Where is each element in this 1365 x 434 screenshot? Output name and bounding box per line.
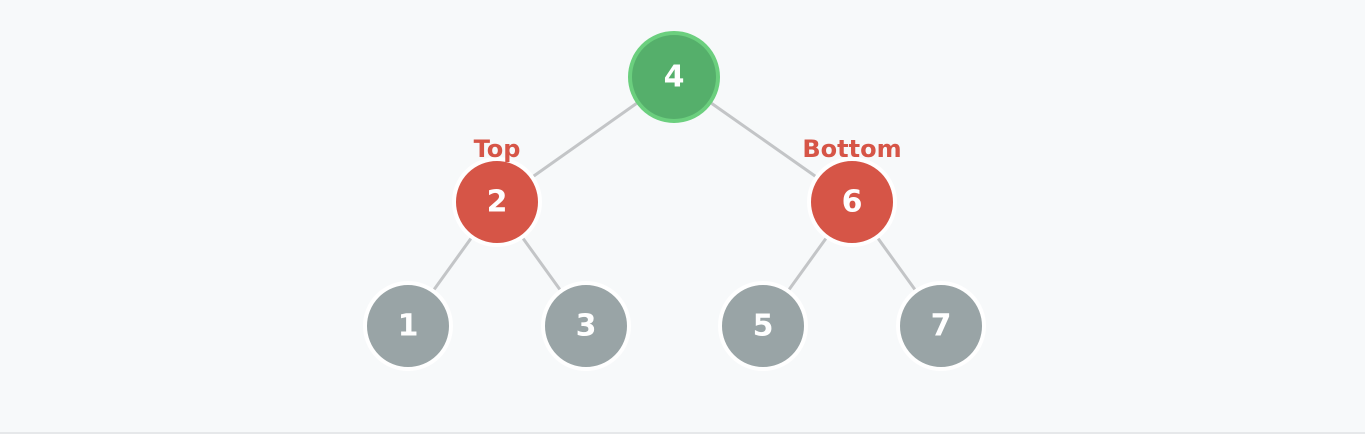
tree-node-3[interactable]: 3 — [541, 281, 631, 371]
tree-node-6[interactable]: 6 — [807, 157, 897, 247]
node-value-5: 5 — [753, 309, 774, 344]
nodes-layer: 4 2 6 1 3 5 7 — [363, 31, 986, 371]
edge-n2-n3 — [521, 237, 562, 291]
node-value-4: 4 — [664, 60, 685, 95]
tree-node-7[interactable]: 7 — [896, 281, 986, 371]
tree-node-5[interactable]: 5 — [718, 281, 808, 371]
node-tag-bottom: Bottom — [802, 135, 901, 163]
node-value-7: 7 — [931, 309, 952, 344]
node-circle-5[interactable] — [718, 281, 808, 371]
node-circle-1[interactable] — [363, 281, 453, 371]
tree-node-4[interactable]: 4 — [628, 31, 720, 123]
node-circle-4[interactable] — [628, 31, 720, 123]
edge-n4-n2 — [532, 102, 638, 178]
node-circle-6[interactable] — [807, 157, 897, 247]
edge-n6-n5 — [787, 237, 828, 291]
node-value-3: 3 — [576, 309, 597, 344]
bottom-divider — [0, 432, 1365, 434]
node-value-1: 1 — [398, 309, 419, 344]
edges-layer — [432, 101, 917, 291]
edge-n4-n6 — [710, 101, 817, 178]
tags-layer: Top Bottom — [474, 135, 902, 163]
node-circle-7[interactable] — [896, 281, 986, 371]
node-circle-2[interactable] — [452, 157, 542, 247]
node-value-2: 2 — [487, 185, 508, 220]
tree-node-1[interactable]: 1 — [363, 281, 453, 371]
tree-node-2[interactable]: 2 — [452, 157, 542, 247]
node-tag-top: Top — [474, 135, 521, 163]
node-circle-3[interactable] — [541, 281, 631, 371]
node-value-6: 6 — [842, 185, 863, 220]
edge-n6-n7 — [876, 237, 917, 291]
edge-n2-n1 — [432, 237, 473, 291]
